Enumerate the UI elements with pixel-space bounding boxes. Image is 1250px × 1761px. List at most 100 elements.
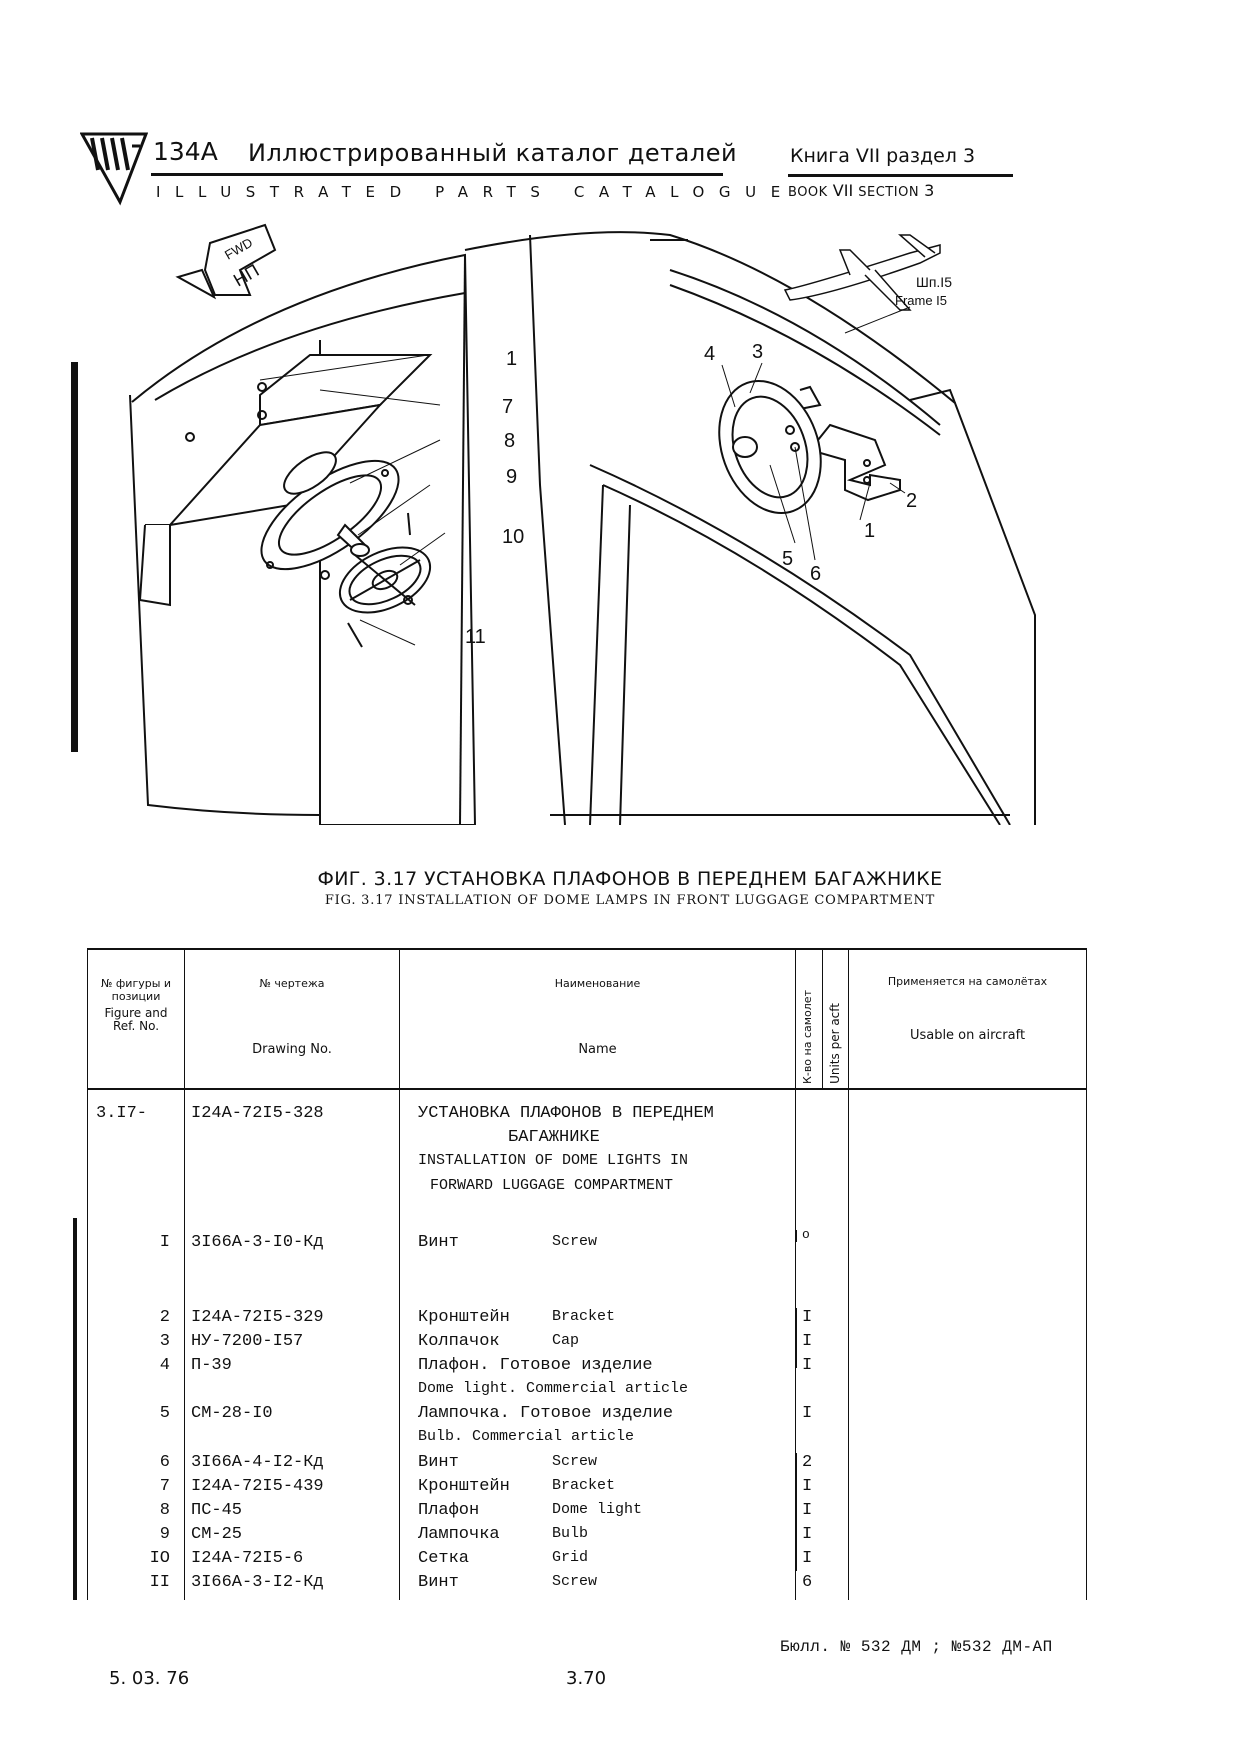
- frame-label-ru: Шп.I5: [916, 274, 952, 290]
- row-units: I: [802, 1332, 813, 1351]
- figure-caption-en: FIG. 3.17 INSTALLATION OF DOME LAMPS IN …: [324, 893, 936, 908]
- row-units: I: [802, 1308, 813, 1327]
- row-name-ru: Кронштейн: [418, 1477, 510, 1496]
- callout-10: 10: [502, 526, 524, 548]
- assembly-name-en: FORWARD LUGGAGE COMPARTMENT: [430, 1177, 674, 1194]
- book-section-en: BOOK VII SECTION 3: [788, 181, 935, 200]
- row-ref: I: [159, 1233, 170, 1252]
- col-header-name: Наименование Name: [399, 948, 796, 1090]
- header-rule: [151, 173, 723, 176]
- units-tick-mark: [795, 1230, 797, 1242]
- row-units: 6: [802, 1573, 813, 1592]
- col-header-figure: № фигуры и позиции Figure and Ref. No.: [87, 948, 185, 1090]
- row-name-ru: Винт: [418, 1453, 459, 1472]
- col-header-units-en: Units per acft: [822, 948, 849, 1090]
- row-drawing: ПС-45: [191, 1501, 243, 1520]
- row-name-en: Screw: [552, 1233, 598, 1250]
- row-name-ru: Лампочка. Готовое изделие: [418, 1404, 674, 1423]
- row-name-en: Dome light: [552, 1501, 643, 1518]
- row-drawing: 3I66A-3-I0-Кд: [191, 1233, 324, 1252]
- row-name-en: Bracket: [552, 1308, 616, 1325]
- col-usable: [848, 1089, 1087, 1601]
- row-drawing: 3I66A-4-I2-Кд: [191, 1453, 324, 1472]
- row-name-en: Bulb. Commercial article: [418, 1428, 635, 1445]
- revision-bar: [71, 362, 78, 752]
- aircraft-silhouette-icon: [783, 234, 941, 311]
- issue-date: 5. 03. 76: [109, 1668, 190, 1689]
- assembly-name-en: INSTALLATION OF DOME LIGHTS IN: [418, 1152, 689, 1169]
- bulletin-reference: Бюлл. № 532 ДМ ; №532 ДМ-АП: [780, 1638, 1053, 1656]
- row-name-ru: Винт: [418, 1233, 459, 1252]
- assembly-name-ru: БАГАЖНИКЕ: [508, 1128, 600, 1147]
- col-header-units-ru: К-во на самолет: [795, 948, 823, 1090]
- units-tick-mark: [795, 1453, 797, 1571]
- callout-2: 2: [906, 490, 917, 512]
- assembly-ref: 3.I7-: [96, 1104, 148, 1123]
- row-units: I: [802, 1477, 813, 1496]
- assembly-drawing: I24A-72I5-328: [191, 1104, 324, 1123]
- row-ref: 9: [159, 1525, 170, 1544]
- row-name-ru: Плафон. Готовое изделие: [418, 1356, 653, 1375]
- figure-caption-ru: ФИГ. 3.17 УСТАНОВКА ПЛАФОНОВ В ПЕРЕДНЕМ …: [317, 868, 943, 890]
- row-units: I: [802, 1525, 813, 1544]
- row-name-en: Dome light. Commercial article: [418, 1380, 689, 1397]
- row-name-en: Screw: [552, 1453, 598, 1470]
- row-drawing: I24A-72I5-6: [191, 1549, 304, 1568]
- callout-5: 5: [782, 548, 793, 570]
- units-tick-mark: [795, 1308, 797, 1368]
- row-ref: 5: [159, 1404, 170, 1423]
- row-units: I: [802, 1404, 813, 1423]
- row-ref: 7: [159, 1477, 170, 1496]
- row-name-ru: Колпачок: [418, 1332, 500, 1351]
- row-drawing: 3I66A-3-I2-Кд: [191, 1573, 324, 1592]
- callout-11: 11: [465, 626, 486, 648]
- callout-1: 1: [864, 520, 875, 542]
- aircraft-model: 134A: [153, 137, 218, 166]
- row-ref: 4: [159, 1356, 170, 1375]
- col-name: УСТАНОВКА ПЛАФОНОВ В ПЕРЕДНЕМ БАГАЖНИКЕ …: [399, 1089, 796, 1601]
- row-ref: II: [149, 1573, 170, 1592]
- row-ref: 8: [159, 1501, 170, 1520]
- row-ref: 2: [159, 1308, 170, 1327]
- row-name-en: Bulb: [552, 1525, 589, 1542]
- callout-1: 1: [506, 348, 517, 370]
- catalog-title-ru: Иллюстрированный каталог деталей: [248, 139, 738, 167]
- book-section-ru: Книга VII раздел 3: [790, 145, 976, 167]
- row-units: I: [802, 1549, 813, 1568]
- row-name-en: Bracket: [552, 1477, 616, 1494]
- revision-bar: [73, 1218, 77, 1600]
- frame-label-en: Frame I5: [895, 293, 947, 308]
- page-number: 3.70: [566, 1668, 607, 1689]
- row-drawing: I24A-72I5-439: [191, 1477, 324, 1496]
- row-drawing: П-39: [191, 1356, 232, 1375]
- col-header-usable: Применяется на самолётах Usable on aircr…: [848, 948, 1087, 1090]
- row-units: I: [802, 1501, 813, 1520]
- fwd-arrow-icon: FWD НП: [175, 223, 277, 300]
- row-units: I: [802, 1356, 813, 1375]
- manufacturer-logo: [79, 130, 149, 211]
- callout-8: 8: [504, 430, 515, 452]
- col-header-drawing: № чертежа Drawing No.: [184, 948, 400, 1090]
- row-name-en: Screw: [552, 1573, 598, 1590]
- catalog-title-en: ILLUSTRATED PARTS CATALOGUE: [156, 183, 795, 201]
- row-drawing: СМ-28-I0: [191, 1404, 273, 1423]
- callout-3: 3: [752, 341, 763, 363]
- row-name-ru: Кронштейн: [418, 1308, 510, 1327]
- row-name-ru: Винт: [418, 1573, 459, 1592]
- row-units: 2: [802, 1453, 813, 1472]
- row-ref: IO: [149, 1549, 170, 1568]
- callout-4: 4: [704, 343, 715, 365]
- callout-9: 9: [506, 466, 517, 488]
- row-ref: 6: [159, 1453, 170, 1472]
- callout-7: 7: [502, 396, 513, 418]
- parts-table: № фигуры и позиции Figure and Ref. No. №…: [87, 948, 1087, 1602]
- row-name-en: Grid: [552, 1549, 589, 1566]
- row-drawing: СМ-25: [191, 1525, 243, 1544]
- row-name-ru: Плафон: [418, 1501, 480, 1520]
- row-name-ru: Сетка: [418, 1549, 470, 1568]
- callout-6: 6: [810, 563, 821, 585]
- row-name-en: Cap: [552, 1332, 580, 1349]
- row-units: o: [802, 1227, 810, 1242]
